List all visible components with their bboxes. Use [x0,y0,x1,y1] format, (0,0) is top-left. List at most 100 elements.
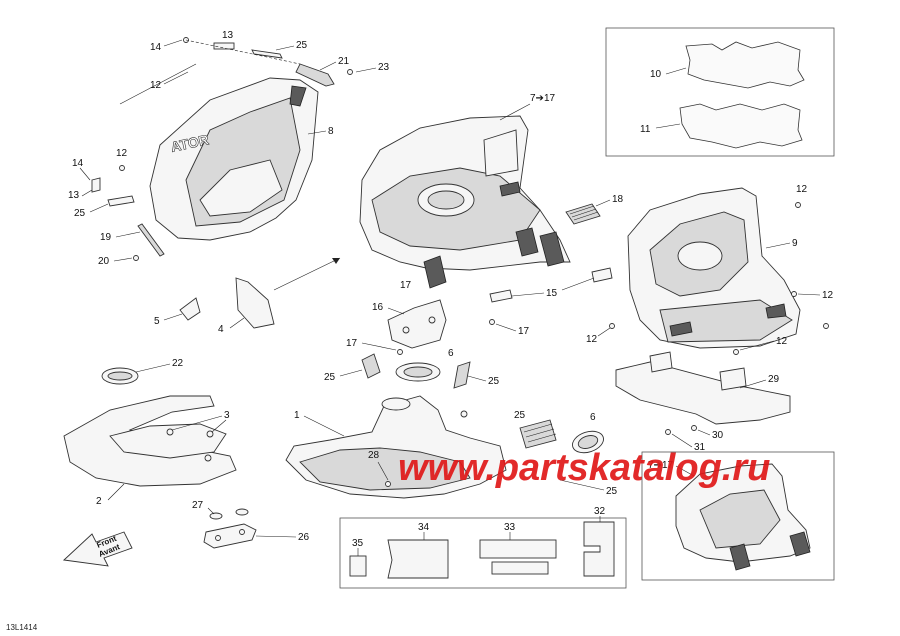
label-32 [583,521,615,577]
front-arrow-icon [62,531,133,567]
leader-25f [559,479,605,491]
callout-1: 1 [294,410,300,421]
inset-box-assembled [641,451,835,581]
leader-27 [207,507,215,515]
silencer-7-clip [499,181,521,197]
leader-17c [495,323,517,332]
deflector-5 [179,297,201,321]
callout-31: 31 [694,442,706,453]
housing-9-base [659,299,793,343]
label-33b [491,561,549,575]
assembly-arrow [273,257,341,291]
fastener-3b [206,430,214,438]
heat-shield-2-inner [109,423,227,459]
leader-11 [655,123,681,129]
fastener-3c [204,454,212,462]
callout-33: 33 [504,522,516,533]
screw-23 [347,69,353,75]
callout-16: 16 [372,302,384,313]
screw-12g [823,323,829,329]
leader-8 [307,130,327,135]
screw-31 [665,429,671,435]
mount-26-hole-a [215,535,221,541]
guide-12a [119,63,197,105]
leader-23 [355,67,377,73]
callout-25d: 25 [488,376,500,387]
leader-20 [113,257,133,262]
inset-box-gaskets [605,27,835,157]
callout-8: 8 [328,126,334,137]
screw-17c [489,319,495,325]
callout-6b: 6 [590,412,596,423]
assembled-foot-l [729,543,751,571]
cover-panel-8-recess [199,159,283,217]
spring-25d [453,361,471,389]
callout-32: 32 [594,506,606,517]
grille-25e [519,419,557,449]
guide-14-dash [185,39,301,65]
screw-12e [609,323,615,329]
gasket-10 [685,41,805,89]
grommet-27a [209,512,223,520]
screw-17b [397,349,403,355]
screw-12c [795,202,801,208]
callout-13a: 13 [222,30,234,41]
leader-15b [561,277,595,291]
grommet-27b [235,508,249,516]
bracket-16-hole-a [402,326,410,334]
screw-30 [691,425,697,431]
screw-12d [791,291,797,297]
assembled-housing-front [699,489,781,549]
callout-18: 18 [612,194,624,205]
leader-1 [303,415,345,437]
leader-12d [797,293,821,296]
document-id: 13L1414 [6,623,38,632]
callout-17b: 17 [346,338,358,349]
bracket-21 [295,63,335,87]
callout-6a: 6 [448,348,454,359]
leader-3b [211,419,227,433]
clip-13 [213,42,235,50]
seal-ring-6b-inner [577,435,599,449]
leader-30 [697,429,711,436]
housing-9-clip-l [669,321,693,337]
housing-9-port [677,241,723,271]
support-bracket-29-tab2 [719,367,747,391]
grille-25e-lines [523,423,557,443]
clamp-22-inner [107,371,133,381]
callout-25a: 25 [296,40,308,51]
callout-12b: 12 [116,148,128,159]
callout-19: 19 [100,232,112,243]
leader-7-17 [499,103,531,121]
leader-31 [671,433,693,448]
leader-25b [89,203,109,213]
leader-7-17b [675,465,695,477]
callout-5: 5 [154,316,160,327]
label-33a [479,539,557,559]
gasket-11 [679,103,803,149]
leader-9 [765,242,791,249]
inset-box-labels [339,517,627,589]
fastener-3a [166,428,174,436]
callout-21: 21 [338,56,350,67]
callout-34: 34 [418,522,430,533]
exhaust-pipe-1-inlet [381,397,411,411]
silencer-7-vent [483,129,519,177]
foot-15a [489,289,513,303]
seal-ring-6-inner [403,366,433,378]
callout-25e: 25 [514,410,526,421]
callout-22: 22 [172,358,184,369]
callout-23: 23 [378,62,390,73]
exhaust-pipe-1-shade [299,447,471,491]
grille-18-lines [569,205,599,221]
leader-2 [107,483,125,501]
spring-25c [361,353,381,379]
callout-20: 20 [98,256,110,267]
leader-19 [115,231,141,238]
callout-11: 11 [640,124,651,135]
callout-14a: 14 [150,42,162,53]
spring-25-top [251,49,283,59]
callout-17a: 17 [400,280,412,291]
screw-12f [733,349,739,355]
